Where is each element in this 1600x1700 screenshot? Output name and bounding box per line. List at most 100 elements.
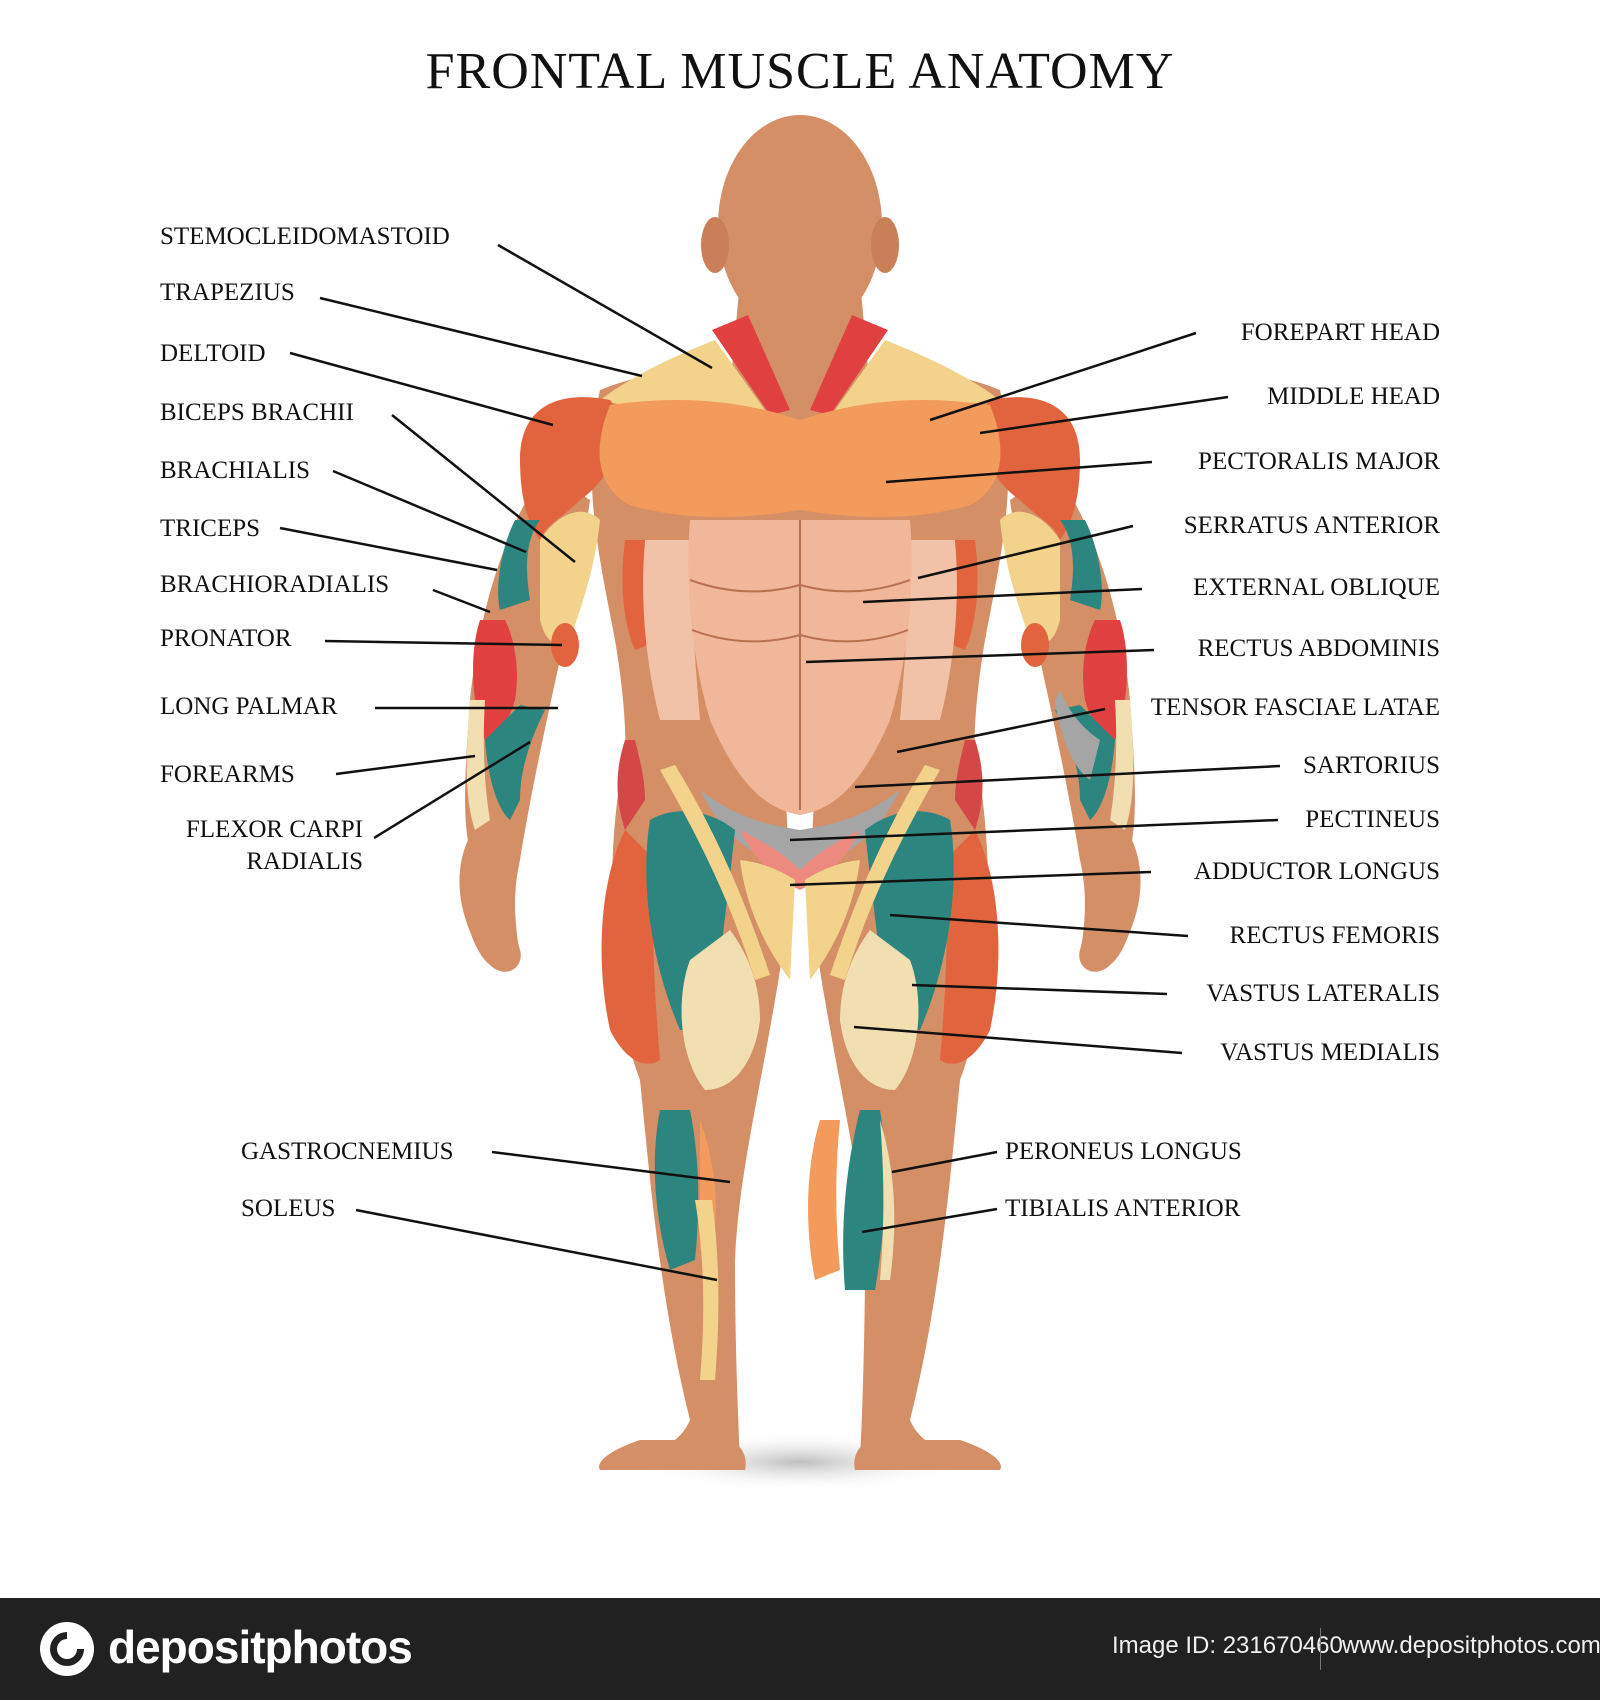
sternocleidomastoid-right: [810, 315, 888, 415]
label-vastus-medialis: VASTUS MEDIALIS: [1220, 1039, 1440, 1066]
label-deltoid: DELTOID: [160, 340, 266, 367]
right-ear: [871, 217, 899, 273]
leader-line: [805, 648, 1155, 664]
triceps-right: [1060, 520, 1102, 610]
tibialis-right: [843, 1110, 886, 1290]
leader-line: [854, 764, 1281, 789]
label-rectus-femoris: RECTUS FEMORIS: [1229, 922, 1440, 949]
leader-line: [853, 1025, 1183, 1055]
sartorius-left: [660, 765, 770, 980]
leader-line: [391, 414, 576, 563]
label-triceps: TRICEPS: [160, 515, 261, 542]
pectoralis-left: [599, 400, 800, 517]
label-pectineus: PECTINEUS: [1305, 806, 1440, 833]
leader-line: [789, 818, 1279, 842]
label-tensor-fasciae-latae: TENSOR FASCIAE LATAE: [1150, 694, 1440, 721]
label-tibialis-anterior: TIBIALIS ANTERIOR: [1005, 1195, 1241, 1222]
leader-line: [861, 1207, 998, 1234]
pectineus: [740, 830, 860, 890]
right-foot: [854, 1440, 1001, 1470]
leader-line: [332, 469, 527, 554]
forearm-gray-right: [1055, 690, 1100, 780]
label-long-palmar: LONG PALMAR: [160, 693, 338, 720]
anatomy-diagram: [279, 115, 1281, 1492]
label-rectus-abdominis: RECTUS ABDOMINIS: [1197, 635, 1440, 662]
pronator-left: [551, 623, 579, 667]
deltoid-left: [520, 397, 621, 540]
leader-line: [324, 639, 563, 647]
leader-line: [279, 526, 498, 572]
leader-line: [896, 707, 1106, 754]
soleus-left: [695, 1200, 719, 1380]
peroneus-right: [880, 1120, 895, 1280]
trapezius-right: [835, 340, 1000, 412]
label-adductor-longus: ADDUCTOR LONGUS: [1193, 858, 1440, 885]
depositphotos-logo-icon: [40, 1622, 94, 1676]
leader-line: [789, 870, 1152, 887]
footer-divider: [1320, 1628, 1321, 1670]
label-brachioradialis: BRACHIORADIALIS: [160, 571, 390, 598]
leader-line: [979, 395, 1229, 435]
site-url-link[interactable]: www.depositphotos.com: [1342, 1632, 1600, 1659]
leader-line: [885, 460, 1153, 484]
label-peroneus-longus: PERONEUS LONGUS: [1005, 1138, 1242, 1165]
leader-line: [929, 331, 1197, 422]
label-external-oblique: EXTERNAL OBLIQUE: [1193, 574, 1440, 601]
abs-line-1: [689, 579, 911, 593]
stock-footer-bar: depositphotos Image ID: 231670460 www.de…: [0, 1598, 1600, 1700]
leader-line: [335, 754, 476, 776]
label-forepart-head: FOREPART HEAD: [1240, 319, 1440, 346]
label-vastus-lateralis: VASTUS LATERALIS: [1206, 980, 1440, 1007]
label-flexor-carpi: FLEXOR CARPI: [185, 816, 363, 843]
oblique-right: [900, 540, 957, 720]
calf-right-inner: [808, 1120, 840, 1280]
trapezius-left: [600, 340, 765, 412]
label-soleus: SOLEUS: [241, 1195, 336, 1222]
leader-line: [289, 351, 554, 427]
tfl-left: [617, 740, 645, 830]
head: [718, 115, 882, 335]
adductor-right: [805, 860, 860, 980]
sartorius-right: [830, 765, 940, 980]
label-trapezius: TRAPEZIUS: [160, 279, 295, 306]
vastus-lateralis-left: [601, 830, 660, 1064]
label-brachialis: BRACHIALIS: [160, 457, 311, 484]
leader-line: [889, 913, 1189, 938]
leader-line: [319, 296, 643, 378]
triceps-left: [498, 520, 540, 610]
leader-line: [911, 983, 1168, 996]
forearm-flexor-left: [485, 705, 545, 820]
label-pronator: PRONATOR: [160, 625, 292, 652]
gastrocnemius-left: [654, 1110, 699, 1270]
leader-lines: [279, 243, 1281, 1282]
label-middle-head: MIDDLE HEAD: [1267, 383, 1440, 410]
label-serratus-anterior: SERRATUS ANTERIOR: [1183, 512, 1440, 539]
left-ear: [701, 217, 729, 273]
label-biceps-brachii: BICEPS BRACHII: [160, 399, 354, 426]
label-gastrocnemius: GASTROCNEMIUS: [241, 1138, 454, 1165]
oblique-left: [643, 540, 700, 720]
body-figure: [459, 115, 1141, 1470]
leader-line: [355, 1208, 718, 1282]
label-pectoralis-major: PECTORALIS MAJOR: [1198, 448, 1440, 475]
vastus-medialis-left: [681, 930, 760, 1090]
brand-name: depositphotos: [108, 1621, 413, 1673]
leader-line: [432, 588, 491, 614]
sternocleidomastoid-left: [712, 315, 790, 415]
leader-line: [497, 243, 713, 370]
abs-line-2: [691, 629, 909, 643]
image-id-text: Image ID: 231670460: [1112, 1632, 1343, 1659]
label-sternocleidomastoid: STEMOCLEIDOMASTOID: [160, 223, 450, 250]
leader-line: [862, 587, 1143, 604]
adductor-left: [740, 860, 795, 980]
diagram-title: FRONTAL MUSCLE ANATOMY: [425, 43, 1175, 100]
leader-line: [491, 1150, 731, 1184]
label-radialis: RADIALIS: [246, 848, 363, 875]
vastus-lateralis-right: [940, 830, 999, 1064]
tfl-right: [955, 740, 983, 830]
leader-line: [917, 524, 1134, 580]
left-foot: [599, 1440, 746, 1470]
groin-gray: [700, 790, 900, 870]
vastus-medialis-right: [840, 930, 919, 1090]
biceps-right: [1000, 511, 1060, 644]
